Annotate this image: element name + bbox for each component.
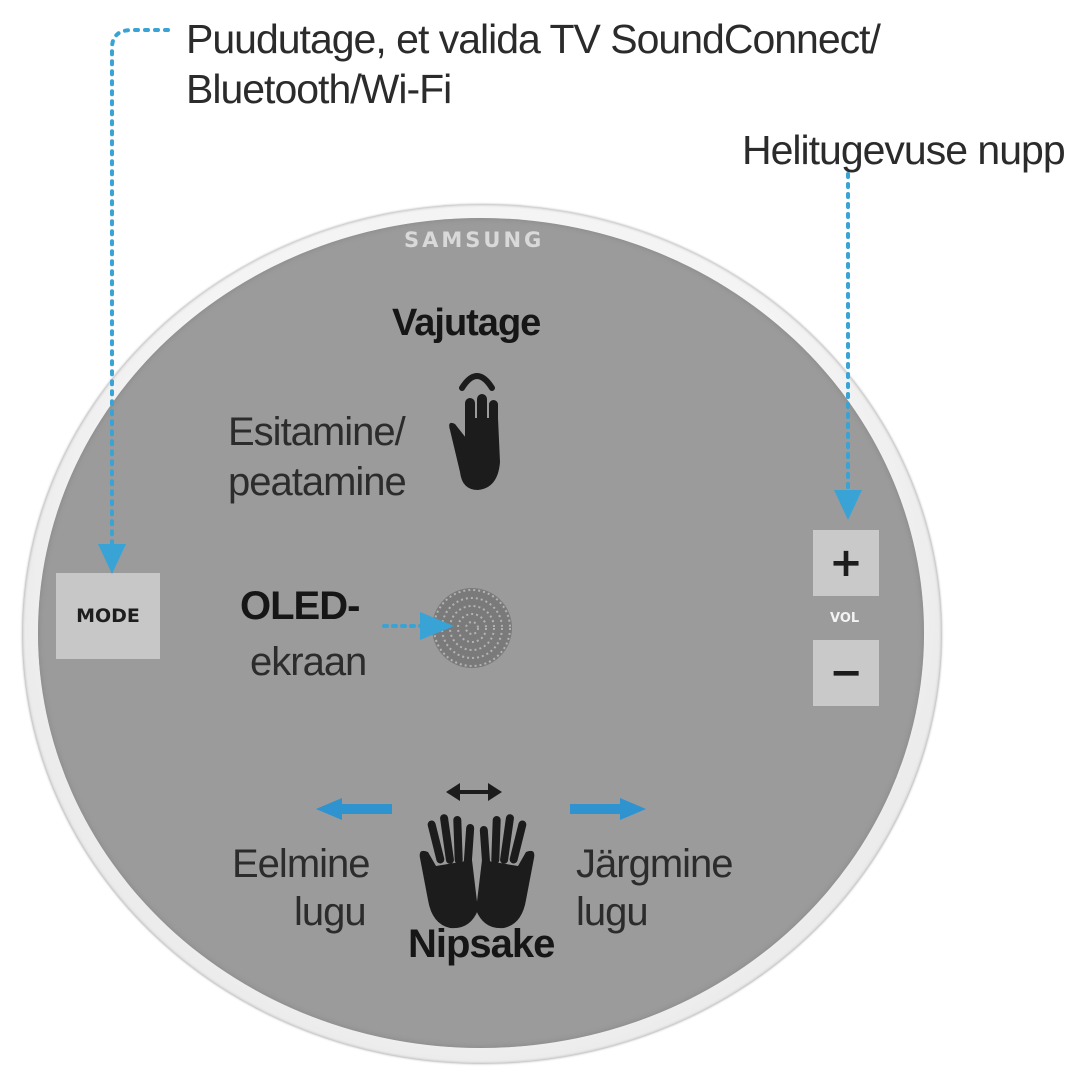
volume-knob-label: Helitugevuse nupp	[742, 127, 1066, 173]
play-pause-label-line2: peatamine	[228, 460, 407, 504]
play-pause-label-line1: Esitamine/	[228, 410, 406, 454]
volume-up-label: +	[829, 540, 863, 586]
oled-callout-arrow	[382, 612, 454, 640]
volume-down-label: −	[829, 650, 863, 696]
press-hand-icon	[449, 373, 500, 490]
mode-instruction-line1: Puudutage, et valida TV SoundConnect/	[186, 16, 881, 62]
brand-logo: SAMSUNG	[404, 228, 545, 252]
mode-button-label: MODE	[76, 605, 140, 627]
volume-label: VOL	[830, 611, 860, 626]
mode-button[interactable]: MODE	[56, 573, 160, 659]
swipe-title: Nipsake	[408, 922, 555, 966]
swipe-hands-icon	[419, 814, 535, 929]
previous-track-label-line2: lugu	[294, 890, 367, 934]
double-arrow-icon	[446, 783, 502, 801]
next-track-label-line2: lugu	[576, 890, 649, 934]
oled-label-line2: ekraan	[250, 640, 367, 684]
volume-up-button[interactable]: +	[813, 530, 879, 596]
oled-label-line1: OLED-	[240, 584, 360, 628]
previous-track-label-line1: Eelmine	[232, 842, 371, 886]
volume-callout-line	[834, 172, 862, 520]
press-title: Vajutage	[392, 302, 541, 344]
left-arrow-icon	[316, 798, 392, 820]
volume-down-button[interactable]: −	[813, 640, 879, 706]
right-arrow-icon	[570, 798, 646, 820]
mode-callout-line	[98, 28, 170, 574]
oled-screen-icon	[432, 588, 512, 668]
next-track-label-line1: Järgmine	[576, 842, 734, 886]
mode-instruction-line2: Bluetooth/Wi-Fi	[186, 66, 452, 112]
